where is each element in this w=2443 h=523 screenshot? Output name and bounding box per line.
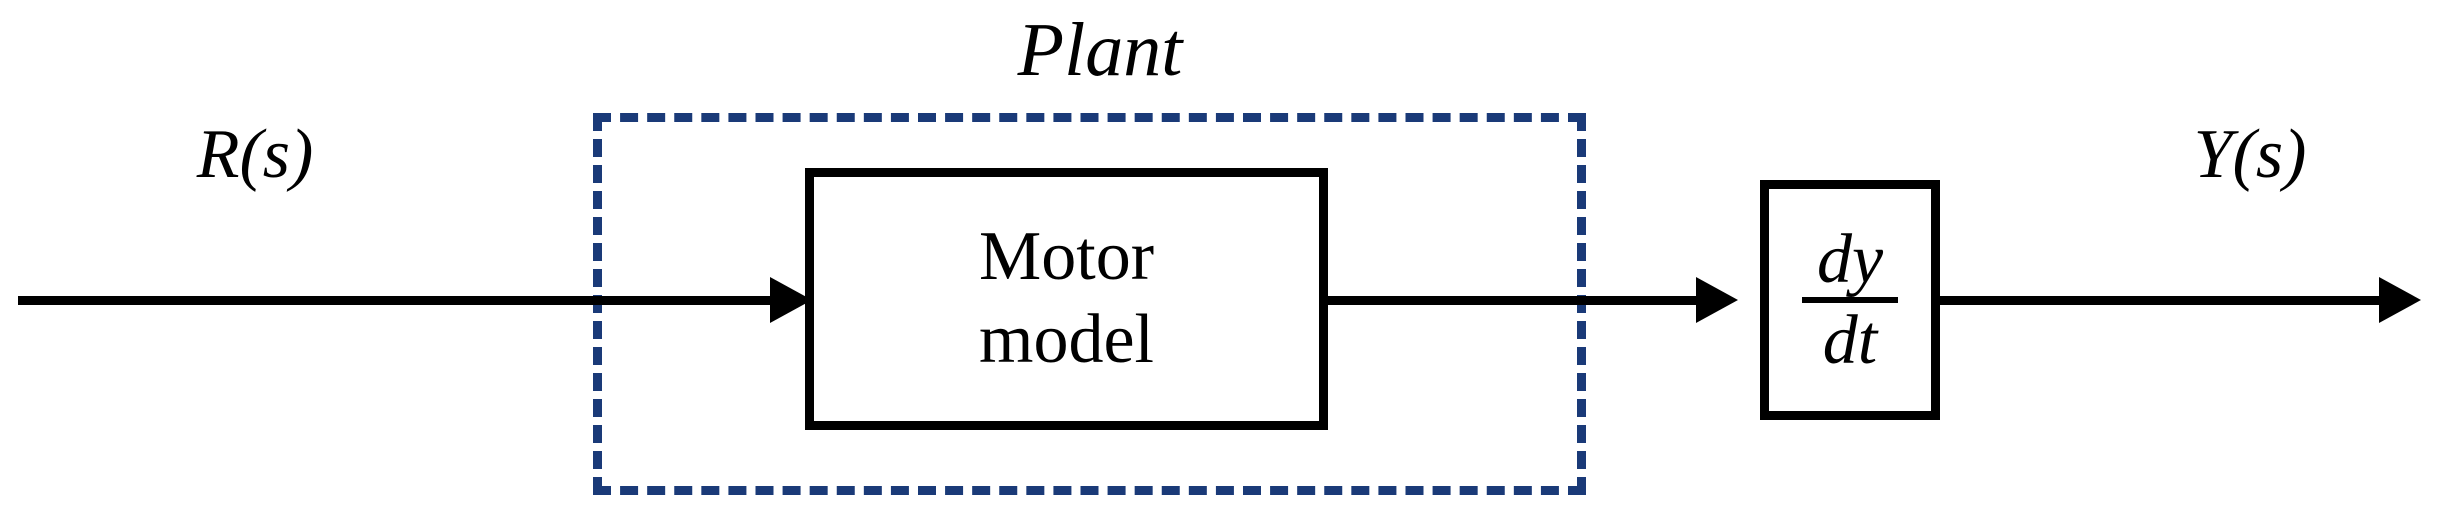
fraction-bar [1802,297,1898,303]
input-signal-label: R(s) [196,116,314,193]
motor-model-block: Motor model [805,168,1328,430]
input-signal-line [18,296,776,305]
plant-group-label: Plant [1017,8,1183,92]
output-signal-line [1940,296,2383,305]
motor-model-line-1: Motor [979,218,1154,296]
motor-model-line-2: model [979,301,1154,378]
output-signal-label: Y(s) [2193,116,2307,193]
derivative-numerator: dy [1816,220,1884,298]
output-arrow-head-icon [2379,277,2421,323]
derivative-arrow-head-icon [1696,277,1738,323]
derivative-fraction: dy dt [1802,220,1898,379]
derivative-denominator: dt [1822,302,1878,379]
motor-to-derivative-line [1328,296,1702,305]
derivative-block: dy dt [1760,180,1940,420]
